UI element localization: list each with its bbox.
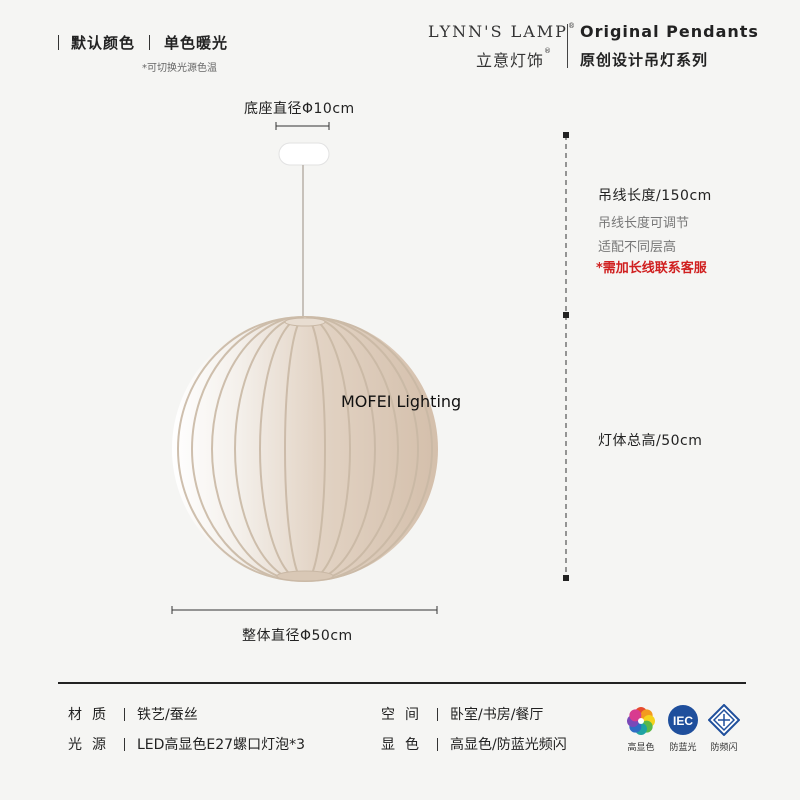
lamp-shade [172,316,438,582]
spec-key: 材质 [68,707,116,723]
spec-key: 空间 [381,707,429,723]
base-diameter-marker [275,122,330,130]
overall-diameter-label: 整体直径Φ50cm [242,628,353,644]
badge-label: 防蓝光 [669,743,697,753]
spec-value: 卧室/书房/餐厅 [450,707,544,723]
ceiling-canopy [278,142,330,166]
divider [124,737,125,751]
spec-key: 显色 [381,737,429,753]
default-color-row: 默认颜色 单色暖光 [58,32,228,53]
divider [437,737,438,751]
badge-label: 防频闪 [710,743,738,753]
spec-space: 空间 卧室/书房/餐厅 [381,704,543,724]
divider [437,707,438,721]
wire-contact-label: *需加长线联系客服 [596,261,707,276]
watermark-text: MOFEI Lighting [341,392,462,411]
brand-name-en: LYNN'S LAMP® [428,22,577,41]
divider [124,707,125,721]
divider [149,35,151,50]
spec-value: 铁艺/蚕丝 [137,707,198,723]
brand-en-text: LYNN'S LAMP [428,22,568,41]
spec-material: 材质 铁艺/蚕丝 [68,704,198,724]
badge-label: 高显色 [627,743,655,753]
brand-cn-text: 立意灯饰 [476,51,545,70]
base-diameter-label: 底座直径Φ10cm [244,101,355,117]
height-dimension-line [563,132,569,581]
wire-length-label: 吊线长度/150cm [598,188,712,204]
flicker-free-icon [708,704,740,736]
iec-icon: IEC [668,705,698,735]
brand-name-cn: 立意灯饰® [476,47,552,71]
spec-key: 光源 [68,737,116,753]
wire-fits-label: 适配不同层高 [598,240,677,255]
spec-value: 高显色/防蓝光频闪 [450,737,567,753]
registered-mark: ® [567,22,577,30]
registered-mark: ® [544,47,553,55]
wire-adjustable-label: 吊线长度可调节 [598,216,690,231]
spec-light-source: 光源 LED高显色E27螺口灯泡*3 [68,734,305,754]
default-color-value: 单色暖光 [164,34,229,52]
color-wheel-icon [627,707,655,735]
spec-value: LED高显色E27螺口灯泡*3 [137,737,305,753]
lamp-height-label: 灯体总高/50cm [598,433,703,449]
default-color-label: 默认颜色 [71,34,136,52]
iec-text: IEC [673,714,693,728]
header-divider [567,24,568,68]
divider [58,35,59,50]
series-title-cn: 原创设计吊灯系列 [580,51,709,69]
spec-color-rendering: 显色 高显色/防蓝光频闪 [381,734,567,754]
overall-diameter-marker [171,606,438,614]
spec-divider [58,682,746,684]
series-title-en: Original Pendants [580,22,759,41]
color-temp-note: *可切换光源色温 [142,63,217,74]
